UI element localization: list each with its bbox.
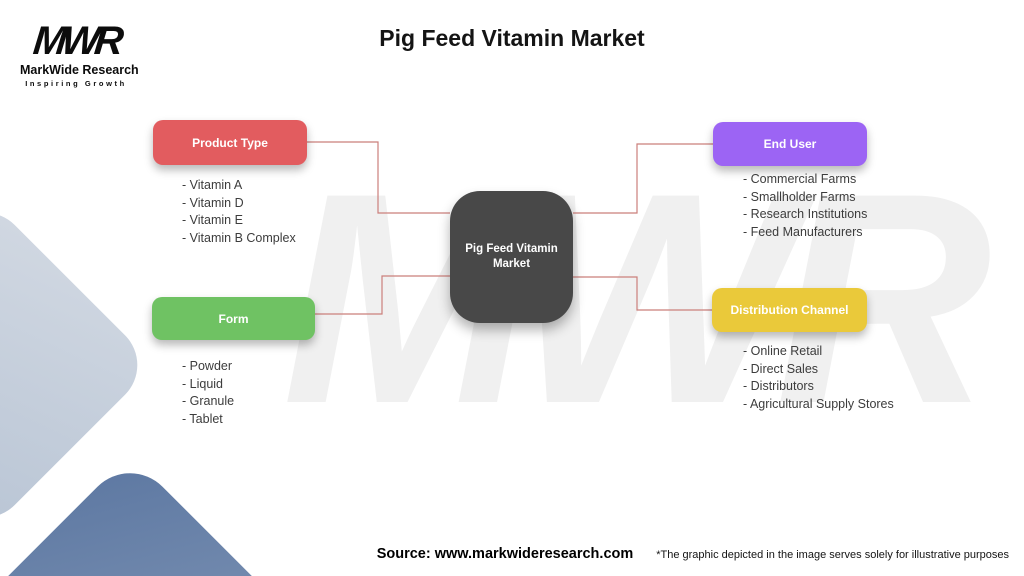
list-item: - Direct Sales (743, 361, 819, 376)
list-item: - Feed Manufacturers (743, 224, 863, 239)
branch-list-form: - Powder - Liquid - Granule - Tablet (182, 358, 234, 428)
list-item: - Commercial Farms (743, 172, 857, 186)
branch-label: End User (763, 137, 817, 151)
branch-label: Distribution Channel (730, 303, 849, 317)
center-node: Pig Feed Vitamin Market (450, 191, 573, 323)
source-text: Source: www.markwideresearch.com (376, 546, 634, 562)
connector-end-user (573, 143, 713, 214)
list-item: - Vitamin B Complex (182, 230, 296, 245)
logo-tagline: Inspiring Growth (25, 79, 127, 88)
branch-box-distribution-channel: Distribution Channel (712, 288, 867, 332)
branch-box-product-type: Product Type (153, 120, 307, 165)
markwide-logo: MWR MarkWide Research Inspiring Growth (20, 19, 139, 88)
connector-product-type (307, 141, 450, 214)
branch-label: Product Type (192, 135, 268, 150)
branch-list-product-type: - Vitamin A - Vitamin D - Vitamin E - Vi… (182, 177, 296, 247)
list-item: - Vitamin A (182, 178, 243, 192)
branch-label: Form (218, 311, 249, 326)
mwr-logo-mark: MWR (31, 19, 121, 63)
list-item: - Powder (182, 359, 233, 373)
center-node-label: Pig Feed Vitamin Market (465, 243, 558, 270)
list-item: - Tablet (182, 411, 223, 426)
branch-box-form: Form (152, 297, 315, 340)
logo-name: MarkWide Research (20, 63, 139, 77)
list-item: - Agricultural Supply Stores (743, 396, 894, 411)
list-item: - Online Retail (743, 344, 823, 358)
connector-form (315, 275, 450, 315)
list-item: - Research Institutions (743, 207, 868, 221)
list-item: - Smallholder Farms (743, 189, 856, 204)
list-item: - Distributors (743, 379, 814, 393)
disclaimer-text: *The graphic depicted in the image serve… (656, 549, 1009, 561)
branch-list-end-user: - Commercial Farms - Smallholder Farms -… (743, 171, 867, 241)
list-item: - Vitamin E (182, 213, 243, 227)
connector-distribution-channel (573, 276, 712, 311)
list-item: - Liquid (182, 376, 223, 391)
page-title: Pig Feed Vitamin Market (379, 25, 645, 51)
branch-list-distribution-channel: - Online Retail - Direct Sales - Distrib… (743, 343, 894, 413)
list-item: - Vitamin D (182, 195, 244, 210)
branch-box-end-user: End User (713, 122, 867, 166)
list-item: - Granule (182, 394, 235, 408)
